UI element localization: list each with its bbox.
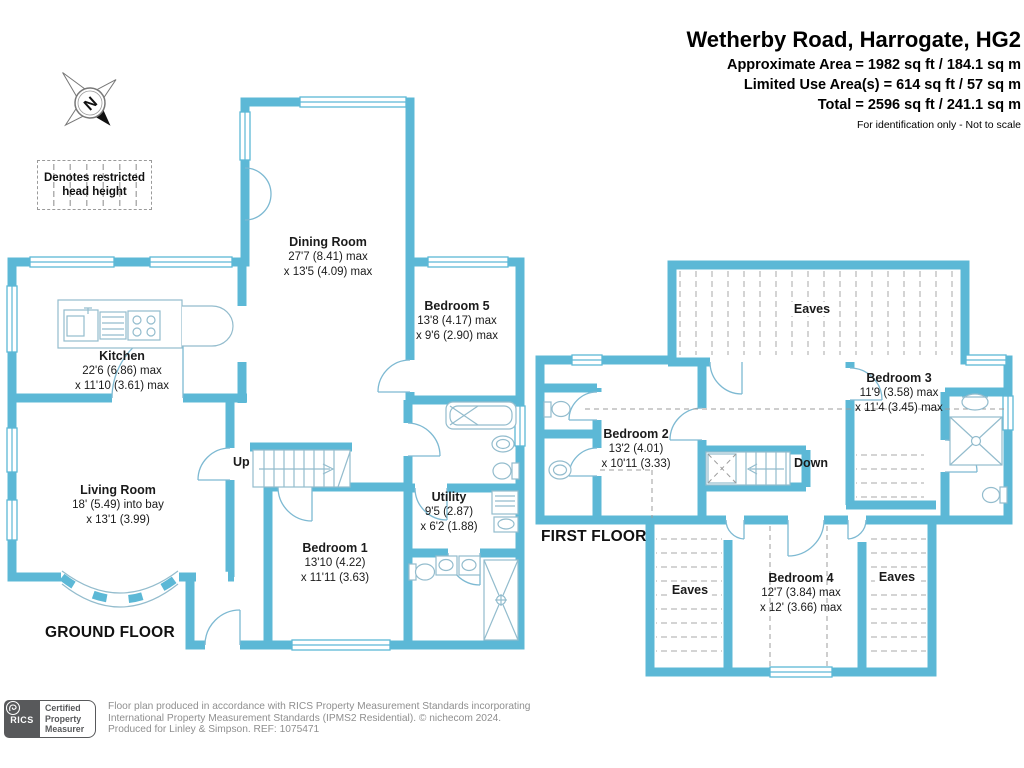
wc-toilet <box>543 400 571 418</box>
shower-room-toilet <box>408 563 436 581</box>
footer-line-3: Produced for Linley & Simpson. REF: 1075… <box>108 724 320 736</box>
room-label-bedroom-3: Bedroom 3 11'9 (3.58) max x 11'4 (3.45) … <box>855 371 943 414</box>
restricted-height-dashes <box>585 408 1004 666</box>
shower <box>483 559 519 641</box>
room-label-eaves-left: Eaves <box>667 583 713 597</box>
footer-line-2: International Property Measurement Stand… <box>108 712 502 724</box>
room-label-utility: Utility 9'5 (2.87) x 6'2 (1.88) <box>420 490 478 533</box>
room-label-eaves-right: Eaves <box>874 570 920 584</box>
certified-property-measurer-badge: Certified Property Measurer <box>40 700 96 738</box>
approximate-area: Approximate Area = 1982 sq ft / 184.1 sq… <box>726 57 1021 73</box>
ground-floor-plan <box>6 96 526 651</box>
ground-floor-windows <box>6 96 526 651</box>
first-floor-door-swings <box>568 361 978 557</box>
stairs-down <box>705 451 791 486</box>
rics-logo: RICS <box>4 700 40 738</box>
room-label-kitchen: Kitchen 22'6 (6.86) max x 11'10 (3.61) m… <box>74 349 170 392</box>
room-label-living-room: Living Room 18' (5.49) into bay x 13'1 (… <box>72 483 164 526</box>
compass-icon: N <box>62 72 117 127</box>
restricted-head-height-legend: Denotes restricted head height <box>37 160 152 210</box>
ensuite-sink <box>961 393 989 411</box>
rics-badge: RICS Certified Property Measurer <box>4 700 96 738</box>
bay-window <box>59 570 181 608</box>
room-label-bedroom-5: Bedroom 5 13'8 (4.17) max x 9'6 (2.90) m… <box>415 299 499 342</box>
first-floor-door-openings <box>591 356 951 526</box>
twin-sinks <box>435 555 481 576</box>
footer-line-1: Floor plan produced in accordance with R… <box>108 701 531 712</box>
limited-use-area: Limited Use Area(s) = 614 sq ft / 57 sq … <box>743 77 1021 93</box>
stairs-up-label: Up <box>233 455 250 469</box>
eaves-hatch-right <box>868 526 926 664</box>
total-area: Total = 2596 sq ft / 241.1 sq m <box>817 97 1021 113</box>
wc-sink <box>548 460 572 480</box>
stairs-down-label: Down <box>794 456 829 470</box>
header: Wetherby Road, Harrogate, HG2 Approximat… <box>686 27 1021 131</box>
room-label-bedroom-4: Bedroom 4 12'7 (3.84) max x 12' (3.66) m… <box>759 571 843 614</box>
legend-label: Denotes restricted head height <box>44 171 145 198</box>
room-label-eaves-top: Eaves <box>789 302 835 316</box>
stairs-up <box>252 449 351 488</box>
bathroom-sink <box>491 435 515 453</box>
ensuite-toilet <box>981 486 1008 504</box>
bathtub <box>445 401 517 430</box>
room-label-dining-room: Dining Room 27'7 (8.41) max x 13'5 (4.09… <box>283 235 373 278</box>
room-label-bedroom-1: Bedroom 1 13'10 (4.22) x 11'11 (3.63) <box>300 541 370 584</box>
bathroom-toilet <box>492 462 520 480</box>
scale-disclaimer: For identification only - Not to scale <box>857 119 1021 131</box>
room-label-bedroom-2: Bedroom 2 13'2 (4.01) x 10'11 (3.33) <box>601 427 671 470</box>
ground-floor-label: GROUND FLOOR <box>45 624 175 641</box>
ensuite-shower <box>949 416 1003 466</box>
kitchen-island <box>57 299 234 349</box>
page-title: Wetherby Road, Harrogate, HG2 <box>686 27 1021 52</box>
washing-machine <box>491 490 519 533</box>
first-floor-label: FIRST FLOOR <box>541 528 647 545</box>
footer-disclaimer: Floor plan produced in accordance with R… <box>108 701 530 736</box>
first-floor-windows <box>571 354 1014 678</box>
eaves-hatch-bedroom3 <box>856 452 924 502</box>
rics-brand-label: RICS <box>10 714 34 725</box>
rics-lion-icon <box>5 700 21 716</box>
